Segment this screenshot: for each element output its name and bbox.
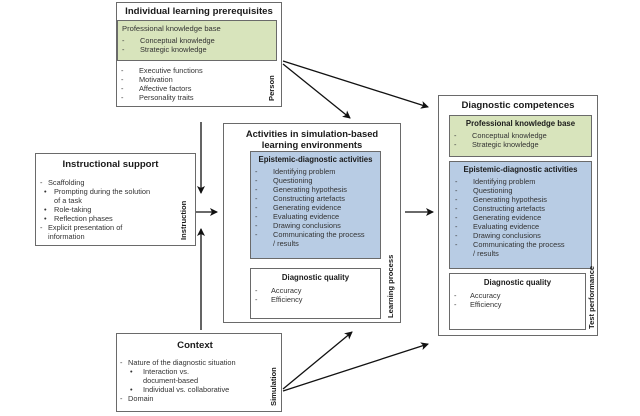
test-title: Diagnostic competences — [461, 100, 575, 111]
list-item: -Strategic knowledge — [122, 45, 207, 54]
list-item: -Drawing conclusions — [455, 231, 541, 240]
test-activities-box: Epistemic-diagnostic activities -Identif… — [449, 161, 592, 269]
person-title: Individual learning prerequisites — [125, 6, 273, 17]
list-item: -Conceptual knowledge — [122, 36, 215, 45]
list-item: -Identifying problem — [455, 177, 536, 186]
learning-side-label: Learning process — [386, 254, 395, 318]
list-item: information — [48, 232, 85, 241]
learning-title-line1: Activities in simulation-based — [245, 128, 379, 139]
test-quality-box: Diagnostic quality -Accuracy -Efficiency — [449, 273, 586, 330]
list-item: -Generating evidence — [255, 203, 342, 212]
list-item: of a task — [54, 196, 82, 205]
person-box: Individual learning prerequisites Profes… — [116, 2, 282, 107]
list-item: •Prompting during the solution — [44, 187, 151, 196]
instruction-box: Instructional support -Scaffolding •Prom… — [35, 153, 196, 246]
arrow-person-to-test — [282, 60, 429, 109]
list-item: -Constructing artefacts — [255, 194, 345, 203]
test-activities-list: -Identifying problem -Questioning -Gener… — [455, 177, 586, 258]
learning-activities-box: Epistemic-diagnostic activities -Identif… — [250, 151, 381, 259]
list-item: -Efficiency — [255, 295, 303, 304]
test-quality-title: Diagnostic quality — [483, 278, 552, 287]
list-item: -Communicating the process — [455, 240, 565, 249]
list-item: document-based — [143, 376, 199, 385]
test-box: Diagnostic competences Professional know… — [438, 95, 598, 336]
test-quality-list: -Accuracy -Efficiency — [454, 291, 581, 309]
list-item: -Constructing artefacts — [455, 204, 545, 213]
list-item: -Efficiency — [454, 300, 502, 309]
instruction-title: Instructional support — [62, 159, 159, 170]
list-item: -Questioning — [455, 186, 513, 195]
list-item: -Generating evidence — [455, 213, 542, 222]
list-item: -Affective factors — [121, 84, 192, 93]
learning-box: Activities in simulation-based learning … — [223, 123, 401, 323]
list-item: -Evaluating evidence — [455, 222, 540, 231]
context-side-label: Simulation — [269, 367, 278, 406]
list-item: -Identifying problem — [255, 167, 336, 176]
instruction-side-label: Instruction — [179, 200, 188, 240]
learning-activities-list: -Identifying problem -Questioning -Gener… — [255, 167, 376, 248]
list-item: •Role-taking — [44, 205, 92, 214]
learning-activities-title: Epistemic-diagnostic activities — [258, 155, 373, 164]
list-item: -Nature of the diagnostic situation — [120, 358, 236, 367]
learning-quality-box: Diagnostic quality -Accuracy -Efficiency — [250, 268, 381, 319]
instruction-list: -Scaffolding •Prompting during the solut… — [40, 178, 150, 241]
list-item: -Communicating the process — [255, 230, 365, 239]
list-item: -Questioning — [255, 176, 313, 185]
list-item: •Individual vs. collaborative — [130, 385, 230, 394]
test-knowledge-title: Professional knowledge base — [465, 119, 576, 128]
person-list: -Executive functions -Motivation -Affect… — [121, 66, 203, 102]
arrow-person-to-learning — [282, 63, 351, 119]
learning-title-line2: learning environments — [261, 139, 363, 150]
arrow-context-to-learning — [282, 331, 353, 390]
list-item: -Explicit presentation of — [40, 223, 123, 232]
person-knowledge-box: Professional knowledge base -Conceptual … — [117, 20, 277, 61]
list-item: -Generating hypothesis — [255, 185, 347, 194]
list-item: -Accuracy — [255, 286, 302, 295]
test-knowledge-list: -Conceptual knowledge -Strategic knowled… — [454, 131, 587, 149]
learning-quality-list: -Accuracy -Efficiency — [255, 286, 376, 304]
list-item: / results — [473, 249, 499, 258]
test-side-label: Test performance — [587, 265, 596, 329]
list-item: •Interaction vs. — [130, 367, 190, 376]
list-item: -Executive functions — [121, 66, 203, 75]
person-knowledge-list: -Conceptual knowledge -Strategic knowled… — [122, 36, 272, 54]
list-item: -Generating hypothesis — [455, 195, 547, 204]
test-activities-title: Epistemic-diagnostic activities — [463, 165, 578, 174]
context-title: Context — [177, 340, 213, 351]
person-side-label: Person — [267, 75, 276, 101]
list-item: -Accuracy — [454, 291, 501, 300]
arrow-context-to-test — [282, 342, 429, 392]
list-item: •Reflection phases — [44, 214, 113, 223]
test-knowledge-box: Professional knowledge base -Conceptual … — [449, 115, 592, 157]
context-box: Context -Nature of the diagnostic situat… — [116, 333, 282, 412]
list-item: -Drawing conclusions — [255, 221, 341, 230]
list-item: -Motivation — [121, 75, 173, 84]
list-item: -Personality traits — [121, 93, 194, 102]
list-item: -Strategic knowledge — [454, 140, 539, 149]
list-item: -Evaluating evidence — [255, 212, 340, 221]
list-item: -Domain — [120, 394, 154, 403]
person-knowledge-title: Professional knowledge base — [122, 24, 221, 33]
list-item: -Scaffolding — [40, 178, 85, 187]
list-item: -Conceptual knowledge — [454, 131, 547, 140]
learning-quality-title: Diagnostic quality — [281, 273, 350, 282]
list-item: / results — [273, 239, 299, 248]
context-list: -Nature of the diagnostic situation •Int… — [120, 358, 236, 403]
